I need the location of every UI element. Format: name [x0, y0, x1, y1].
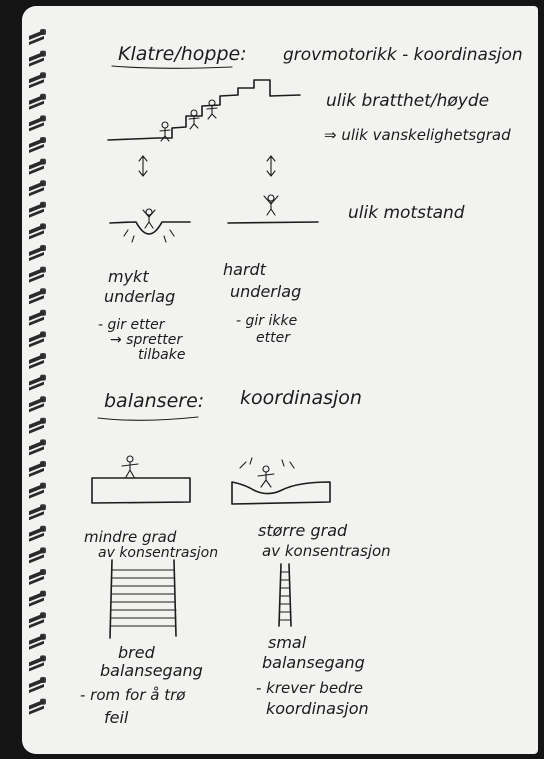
- hard-ground-line-4: etter: [256, 330, 291, 346]
- climber-figure-1-icon: [159, 121, 171, 142]
- narrow-walkway-line-3: - krever bedre: [256, 679, 363, 697]
- soft-ground-line-5: tilbake: [138, 347, 185, 363]
- climber-figure-2-icon: [188, 109, 200, 130]
- spiral-coil: [29, 612, 46, 629]
- spiral-coil: [29, 201, 46, 218]
- climber-figure-3-icon: [206, 99, 218, 120]
- wobbly-beam-line-2: av konsentrasjon: [262, 542, 391, 560]
- spiral-coil: [29, 50, 46, 67]
- soft-ground-jump-drawing: [109, 155, 191, 243]
- wide-walkway-line-3: - rom for å trø: [80, 686, 186, 704]
- spiral-coil: [29, 439, 46, 456]
- narrow-walkway-drawing: [278, 563, 292, 627]
- spiral-coil: [29, 461, 46, 477]
- climb-heading-topic: grovmotorikk - koordinasjon: [283, 45, 523, 65]
- spiral-coil: [29, 417, 46, 434]
- spiral-coil: [29, 93, 46, 110]
- soft-ground-line-4: → spretter: [110, 332, 183, 348]
- wide-walkway-line-1: bred: [118, 643, 156, 662]
- wide-walkway-line-2: balansegang: [100, 661, 203, 680]
- narrow-walkway-line-4: koordinasjon: [266, 699, 369, 718]
- spiral-coil: [29, 504, 46, 521]
- flat-beam-line-1: mindre grad: [84, 528, 177, 546]
- resistance-note: ulik motstand: [348, 203, 465, 223]
- spiral-coil: [29, 374, 46, 391]
- narrow-walkway-line-1: smal: [268, 633, 307, 652]
- hard-ground-line-2: underlag: [230, 282, 301, 301]
- stairs-drawing: [107, 79, 301, 142]
- spiral-coil: [29, 266, 46, 283]
- climb-heading-underline: [111, 65, 233, 69]
- spiral-coil: [29, 677, 46, 693]
- spiral-coil: [29, 396, 46, 413]
- spiral-coil: [29, 158, 46, 175]
- soft-ground-notes: mykt underlag - gir etter → spretter til…: [98, 267, 185, 363]
- flat-beam-drawing: [91, 455, 191, 504]
- spiral-coil: [29, 353, 46, 369]
- soft-ground-line-1: mykt: [108, 267, 149, 286]
- spiral-coil: [29, 115, 46, 132]
- balance-heading: balansere:: [104, 390, 204, 412]
- spiral-coil: [29, 137, 46, 153]
- soft-ground-line-3: - gir etter: [98, 317, 166, 333]
- hard-ground-line-1: hardt: [223, 260, 267, 279]
- soft-ground-line-2: underlag: [104, 287, 175, 306]
- spiral-coil: [29, 223, 46, 240]
- spiral-coil: [29, 288, 46, 305]
- wide-walkway-drawing: [109, 559, 177, 639]
- hard-ground-jump-drawing: [227, 155, 319, 224]
- spiral-coil: [29, 29, 46, 45]
- hard-ground-line-3: - gir ikke: [236, 313, 297, 329]
- spiral-coil: [29, 72, 46, 89]
- wobbly-beam-drawing: [231, 457, 331, 505]
- narrow-walkway-line-2: balansegang: [262, 653, 365, 672]
- spiral-binding: [29, 29, 46, 715]
- spiral-coil: [29, 245, 46, 261]
- stairs-note-1: ulik bratthet/høyde: [326, 91, 489, 111]
- spiral-coil: [29, 482, 46, 499]
- spiral-coil: [29, 309, 46, 326]
- balance-heading-topic: koordinasjon: [240, 387, 362, 409]
- wide-walkway-line-4: feil: [104, 708, 129, 727]
- balance-heading-underline: [97, 416, 199, 421]
- flat-beam-line-2: av konsentrasjon: [98, 545, 218, 561]
- spiral-coil: [29, 633, 46, 650]
- climb-heading: Klatre/hoppe:: [118, 43, 247, 65]
- spiral-coil: [29, 569, 46, 585]
- spiral-coil: [29, 698, 46, 715]
- spiral-coil: [29, 331, 46, 348]
- spiral-coil: [29, 547, 46, 564]
- notebook-page: [22, 6, 538, 754]
- spiral-coil: [29, 590, 46, 607]
- spiral-coil: [29, 655, 46, 672]
- up-down-arrow-icon: [266, 155, 276, 177]
- up-down-arrow-icon: [138, 155, 148, 177]
- hard-ground-notes: hardt underlag - gir ikke etter: [223, 260, 301, 346]
- stairs-note-2: ⇒ ulik vanskelighetsgrad: [324, 126, 511, 144]
- wobbly-beam-line-1: større grad: [258, 521, 348, 540]
- spiral-coil: [29, 180, 46, 197]
- spiral-coil: [29, 525, 46, 542]
